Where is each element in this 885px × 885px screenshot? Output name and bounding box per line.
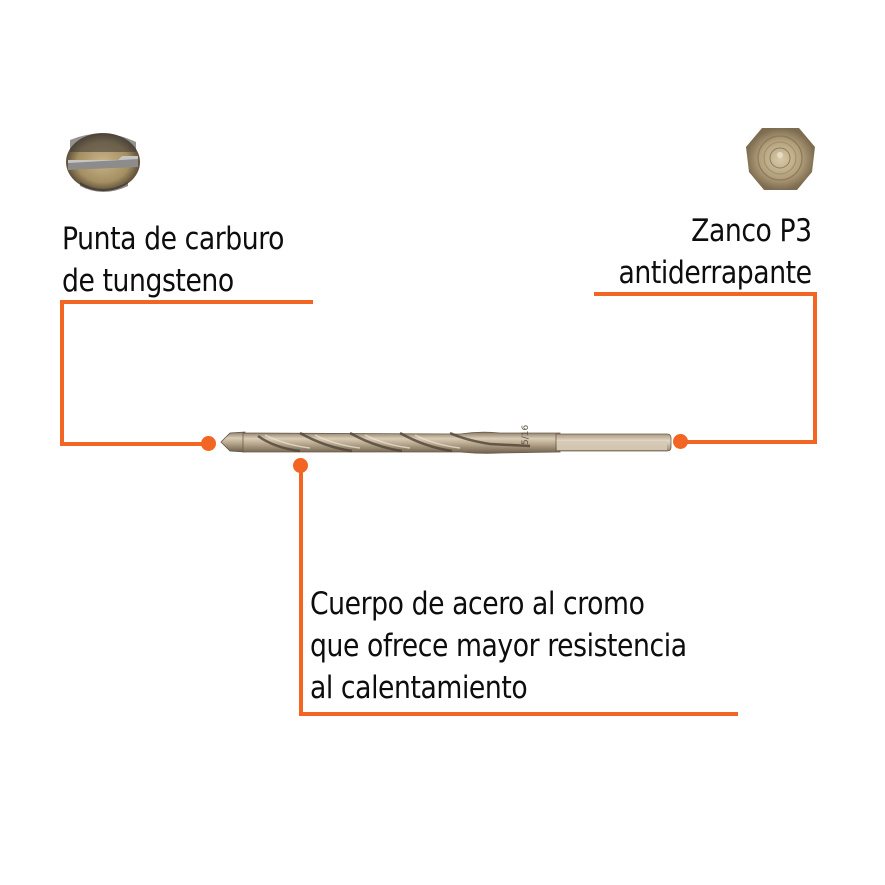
carbide-tip-closeup-icon xyxy=(66,133,140,192)
callout-body-marker-dot xyxy=(293,458,308,473)
callout-shank-line-2: antiderrapante xyxy=(618,255,813,291)
callout-body-line-1: Cuerpo de acero al cromo xyxy=(310,586,645,622)
callout-tip-line-2: de tungsteno xyxy=(62,263,234,299)
callout-shank-line-1: Zanco P3 xyxy=(691,213,812,249)
callout-tip-leader-bottom xyxy=(60,442,208,446)
callout-tip-label: Punta de carburo de tungsteno xyxy=(62,218,284,302)
drill-bit-image: 5/16 xyxy=(220,425,672,454)
callout-shank-label: Zanco P3 antiderrapante xyxy=(618,210,813,294)
callout-body-leader-bottom xyxy=(299,712,738,716)
engraving-text: 5/16 xyxy=(521,425,531,445)
callout-body-line-3: al calentamiento xyxy=(310,670,528,706)
callout-tip-leader-top xyxy=(60,300,313,304)
callout-body-line-2: que ofrece mayor resistencia xyxy=(310,628,687,664)
hex-shank-closeup-icon xyxy=(746,128,815,190)
callout-body-label: Cuerpo de acero al cromo que ofrece mayo… xyxy=(310,583,687,709)
callout-tip-marker-dot xyxy=(201,436,216,451)
callout-shank-marker-dot xyxy=(673,434,688,449)
callout-shank-leader-vertical xyxy=(813,292,817,444)
callout-shank-leader-bottom xyxy=(680,440,817,444)
callout-tip-line-1: Punta de carburo xyxy=(62,221,285,257)
callout-body-leader-vertical xyxy=(299,466,303,716)
callout-tip-leader-vertical xyxy=(60,300,64,446)
callout-shank-leader-top xyxy=(594,292,817,296)
